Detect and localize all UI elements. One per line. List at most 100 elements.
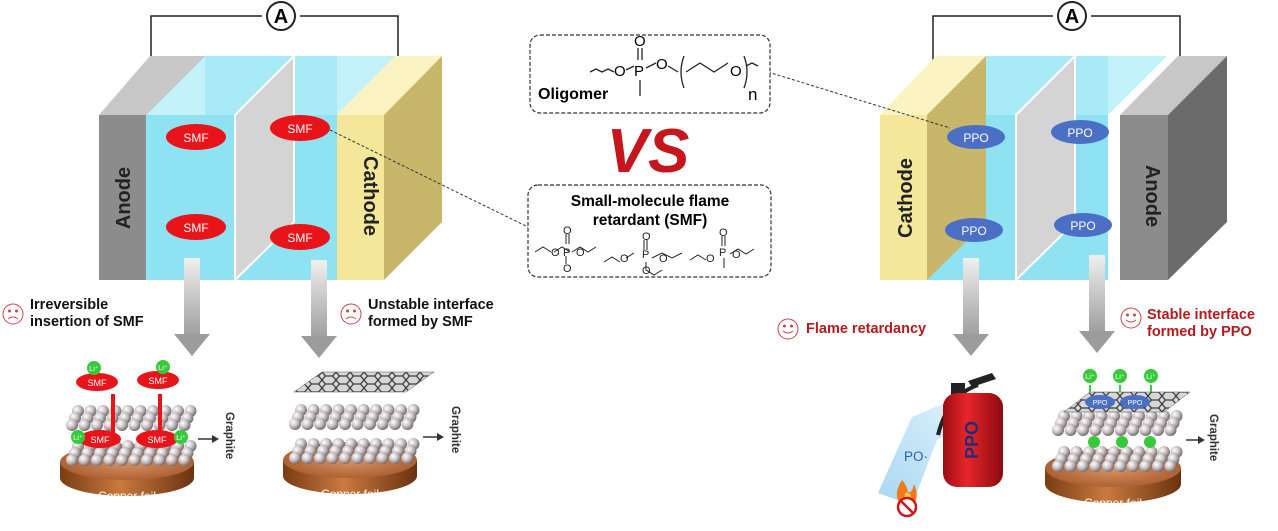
- svg-text:O: O: [659, 253, 668, 265]
- carbon-atom: [401, 418, 414, 430]
- svg-text:Li⁺: Li⁺: [89, 364, 99, 373]
- anode-front: [1120, 115, 1168, 280]
- svg-text:SMF: SMF: [287, 231, 312, 245]
- graphite-electrode-stable: Copper foil PPO PPO Li⁺ Li⁺ Li⁺ Graphite: [1045, 369, 1219, 510]
- right-ammeter: A: [1057, 1, 1087, 31]
- smile-face-icon: [1120, 307, 1142, 329]
- anode-label: Anode: [1141, 165, 1163, 227]
- carbon-atom: [1064, 424, 1077, 436]
- carbon-atom: [91, 454, 103, 466]
- ppo-molecule: PPO: [1120, 395, 1150, 409]
- graphite-layer-upper: [1052, 410, 1183, 436]
- separator: [234, 53, 295, 283]
- smf-molecule: SMF: [136, 430, 178, 448]
- carbon-atom: [66, 419, 78, 431]
- cathode-label: Cathode: [895, 158, 917, 238]
- svg-text:P: P: [642, 249, 649, 261]
- svg-text:PPO: PPO: [963, 131, 988, 145]
- cathode-label: Cathode: [359, 156, 381, 236]
- cathode-side: [384, 56, 442, 280]
- svg-text:SMF: SMF: [287, 122, 312, 136]
- carbon-atom: [178, 454, 191, 466]
- carbon-atom: [364, 452, 376, 464]
- svg-text:O: O: [563, 263, 572, 275]
- carbon-atom: [91, 419, 103, 431]
- li-ion: Li⁺: [87, 361, 101, 375]
- carbon-atom: [289, 452, 301, 464]
- svg-text:PPO: PPO: [961, 224, 986, 238]
- li-ion: Li⁺: [156, 360, 170, 374]
- svg-text:PPO: PPO: [1128, 400, 1143, 407]
- down-arrow: [953, 258, 989, 356]
- carbon-atom: [1077, 460, 1089, 472]
- graphite-layer-upper: [289, 404, 420, 430]
- smile-face-icon: [777, 318, 799, 340]
- carbon-atom: [1152, 424, 1164, 436]
- graphite-electrode-irreversible: Copper foil SMF SMF SMF SMF Li⁺ Li⁺ Li⁺ …: [60, 360, 235, 503]
- carbon-atom: [351, 452, 364, 464]
- carbon-atom: [1089, 424, 1102, 436]
- li-ion: Li⁺: [71, 430, 85, 444]
- smf-structure-box: Small-molecule flame retardant (SMF) O P…: [527, 184, 772, 278]
- svg-text:P: P: [563, 247, 570, 259]
- caption-unstable-interface: Unstable interface formed by SMF: [368, 297, 494, 330]
- carbon-atom: [116, 419, 128, 431]
- svg-text:SMF: SMF: [91, 435, 111, 445]
- graphite-label: Graphite: [223, 412, 235, 459]
- smf-molecule: SMF: [270, 115, 330, 141]
- svg-text:O: O: [563, 225, 572, 237]
- svg-text:Li⁺: Li⁺: [176, 433, 186, 442]
- svg-text:O: O: [706, 253, 715, 265]
- extinguisher-handle: [968, 373, 996, 387]
- cathode-top: [337, 56, 442, 115]
- carbon-atom: [1164, 424, 1177, 436]
- smf-molecule: SMF: [166, 124, 226, 150]
- graphite-layer-lower: [1052, 446, 1183, 472]
- oligomer-subscript: n: [748, 85, 757, 104]
- cathode-top: [880, 56, 986, 115]
- svg-text:SMF: SMF: [88, 378, 108, 388]
- carbon-atom: [389, 418, 401, 430]
- anode-front: [99, 115, 146, 280]
- smf-molecule: SMF: [76, 373, 118, 391]
- carbon-atom: [1114, 460, 1127, 472]
- unstable-sei-layer: [293, 371, 435, 393]
- svg-text:Li⁺: Li⁺: [73, 433, 83, 442]
- sad-face-icon: [340, 303, 362, 325]
- li-ion: [1144, 436, 1156, 448]
- svg-text:SMF: SMF: [183, 221, 208, 235]
- anode-top: [99, 56, 205, 115]
- svg-text:PPO: PPO: [1067, 126, 1092, 140]
- smf-molecule: SMF: [137, 371, 179, 389]
- caption-stable-interface: Stable interface formed by PPO: [1147, 307, 1255, 340]
- radical-label: PO·: [904, 449, 928, 464]
- carbon-atom: [1127, 460, 1139, 472]
- carbon-atom: [141, 454, 153, 466]
- smf-molecule: SMF: [166, 214, 226, 240]
- svg-text:PPO: PPO: [1070, 219, 1095, 233]
- carbon-atom: [364, 418, 376, 430]
- carbon-atom: [314, 452, 326, 464]
- copper-foil-label: Copper foil: [98, 489, 156, 503]
- ammeter-symbol: A: [274, 6, 288, 28]
- carbon-atom: [153, 454, 166, 466]
- carbon-atom: [1089, 460, 1102, 472]
- carbon-atom: [1139, 460, 1152, 472]
- carbon-atom: [301, 452, 314, 464]
- svg-text:O: O: [732, 249, 741, 261]
- carbon-atom: [301, 418, 314, 430]
- carbon-atom: [1114, 424, 1127, 436]
- anode-top: [1120, 56, 1227, 115]
- carbon-atom: [289, 418, 301, 430]
- carbon-atom: [1152, 460, 1164, 472]
- carbon-atom: [326, 452, 339, 464]
- carbon-atom: [389, 452, 401, 464]
- carbon-atom: [141, 419, 153, 431]
- versus-label: VS: [607, 117, 690, 186]
- carbon-atom: [339, 452, 351, 464]
- copper-foil-label: Copper foil: [1084, 496, 1142, 510]
- leader-line-smf: [329, 129, 531, 229]
- right-battery-cell: A Cathode Anode PPO PPO PPO: [880, 1, 1227, 283]
- svg-text:O: O: [719, 227, 728, 239]
- copper-foil-label: Copper foil: [321, 487, 379, 501]
